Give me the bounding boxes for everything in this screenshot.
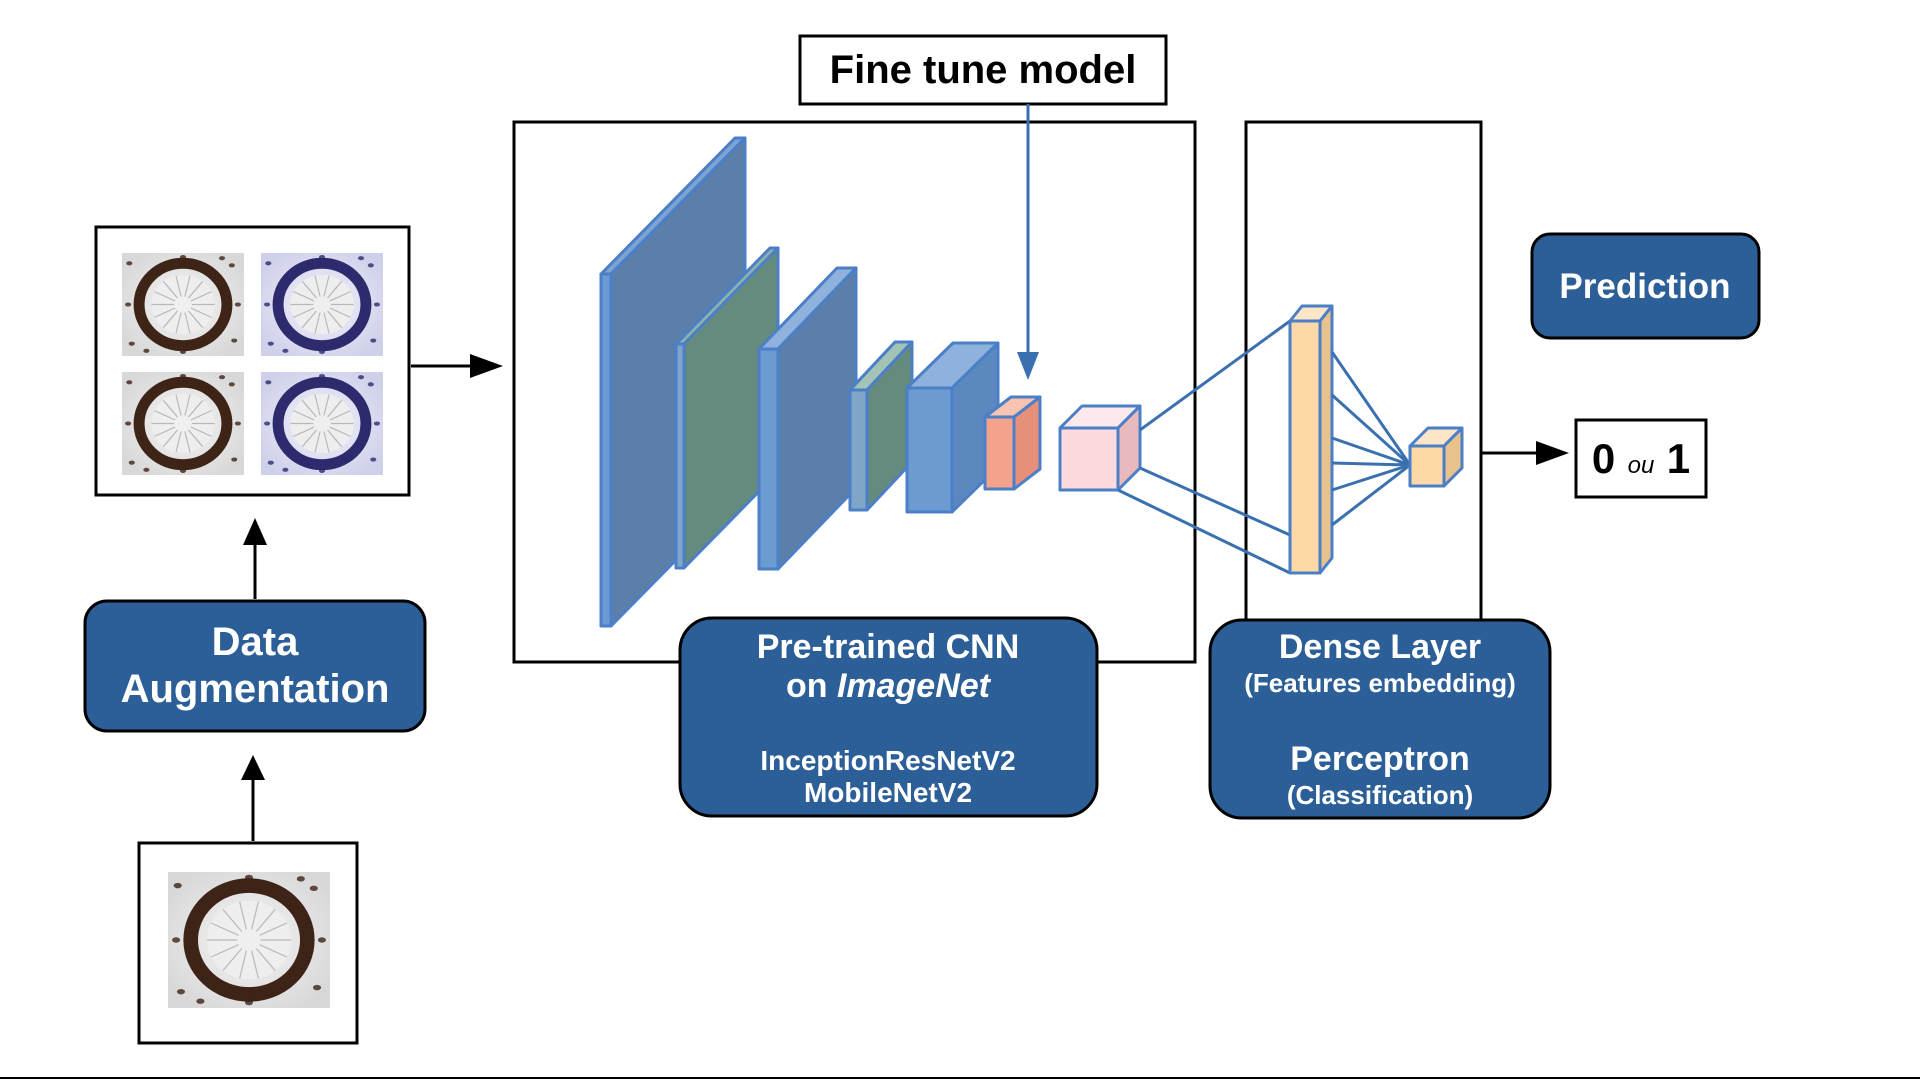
- cnn-model-1: InceptionResNetV2: [760, 745, 1015, 776]
- output-one: 1: [1667, 435, 1690, 482]
- arrowhead-grid-to-cnn: [470, 354, 503, 378]
- dense-frame: [1244, 120, 1483, 664]
- augmented-image-1: [122, 253, 244, 356]
- cnn-subtitle: on ImageNet: [786, 667, 992, 705]
- dense-to-output-connections: [1330, 351, 1412, 527]
- cnn-dataset: ImageNet: [837, 667, 992, 705]
- arrowhead-augmentation-to-grid: [243, 518, 267, 545]
- augmented-images-panel: [94, 225, 411, 497]
- feature-cube-light: [1058, 404, 1142, 492]
- prediction-box: Prediction: [1530, 232, 1761, 340]
- output-zero: 0: [1592, 435, 1615, 482]
- prediction-label: Prediction: [1559, 267, 1730, 306]
- data-augmentation-label-2: Augmentation: [121, 667, 390, 711]
- cnn-on: on: [786, 667, 837, 705]
- fine-tune-box: Fine tune model: [798, 34, 1168, 106]
- augmented-image-4: [261, 372, 383, 475]
- conv-layer-4: [848, 340, 914, 512]
- input-image-panel: [137, 841, 359, 1045]
- data-augmentation-label-1: Data: [212, 620, 299, 664]
- data-augmentation-box: Data Augmentation: [83, 599, 427, 733]
- augmented-image-3: [122, 372, 244, 475]
- dense-label-box: Dense Layer (Features embedding) Percept…: [1208, 618, 1552, 820]
- conv-layer-2: [674, 246, 780, 570]
- input-tissue-image: [168, 872, 330, 1008]
- perceptron-subtitle: (Classification): [1287, 780, 1473, 810]
- dense-subtitle: (Features embedding): [1244, 668, 1516, 698]
- conv-layer-3: [757, 266, 858, 571]
- output-box: 0 ou 1: [1574, 418, 1708, 499]
- arrowhead-to-output: [1536, 441, 1569, 465]
- output-value: 0 ou 1: [1592, 435, 1690, 482]
- arrowhead-input-to-augmentation: [241, 755, 265, 780]
- perceptron-title: Perceptron: [1290, 740, 1470, 778]
- cnn-model-2: MobileNetV2: [804, 777, 972, 808]
- dense-title: Dense Layer: [1279, 628, 1481, 666]
- output-cube: [1408, 426, 1464, 488]
- fine-tune-label: Fine tune model: [830, 48, 1137, 92]
- output-sep: ou: [1628, 452, 1655, 479]
- cnn-layers: [599, 136, 1000, 628]
- cube-to-dense-connections: [1117, 319, 1291, 575]
- cnn-label-box: Pre-trained CNN on ImageNet InceptionRes…: [678, 616, 1099, 818]
- dense-layer-bar: [1288, 304, 1334, 575]
- fine-tune-arrowhead: [1017, 352, 1039, 380]
- cnn-title: Pre-trained CNN: [757, 628, 1020, 666]
- augmented-image-2: [261, 253, 383, 356]
- feature-cube-dark: [983, 395, 1042, 491]
